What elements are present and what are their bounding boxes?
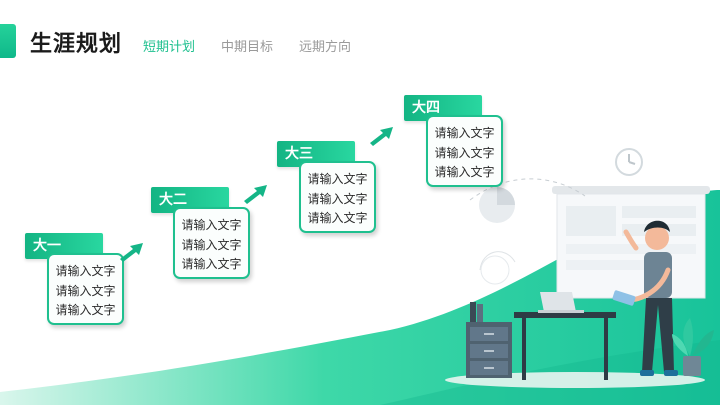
title-accent-bar [0,24,16,58]
step-text-box[interactable]: 请输入文字 请输入文字 请输入文字 [426,115,503,187]
plant-illustration [672,318,714,376]
step-text-line: 请输入文字 [55,283,116,298]
up-right-arrow-icon [120,243,143,262]
step-text-line: 请输入文字 [307,211,368,225]
step-text-line: 请输入文字 [181,218,242,232]
up-right-arrow-icon [370,127,393,146]
desk [514,292,616,380]
step-text-line: 请输入文字 [307,191,368,206]
step-text-box[interactable]: 请输入文字 请输入文字 请输入文字 [173,207,250,279]
tab-short-term-plan[interactable]: 短期计划 [143,40,196,55]
step-text-line: 请输入文字 [55,264,116,278]
person-illustration [612,220,678,376]
step-text-line: 请输入文字 [307,172,368,186]
step-text-line: 请输入文字 [181,257,242,271]
cabinet [466,302,512,378]
tab-long-term-direction[interactable]: 远期方向 [299,40,352,55]
step-text-line: 请输入文字 [434,126,495,140]
step-text-box[interactable]: 请输入文字 请输入文字 请输入文字 [47,253,124,325]
tab-mid-term-goal[interactable]: 中期目标 [221,40,274,55]
step-text-line: 请输入文字 [434,145,495,160]
presentation-board [552,186,710,299]
step-text-line: 请输入文字 [181,237,242,252]
clock-icon [615,148,643,176]
step-text-line: 请输入文字 [434,165,495,179]
up-right-arrow-icon [244,185,267,204]
step-label: 大三 [277,141,355,167]
page-title: 生涯规划 [30,32,123,57]
step-text-line: 请输入文字 [55,303,116,317]
step-text-box[interactable]: 请输入文字 请输入文字 请输入文字 [299,161,376,233]
